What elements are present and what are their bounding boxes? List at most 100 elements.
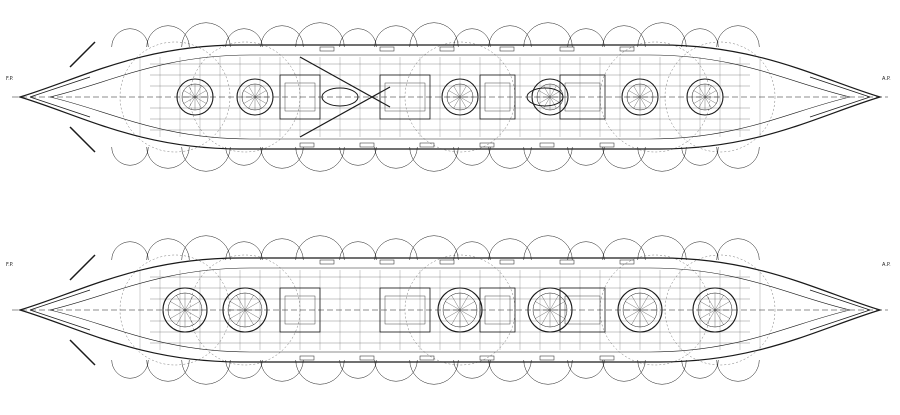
turret-spoke bbox=[549, 309, 565, 319]
boat-arc bbox=[181, 235, 231, 261]
funnel bbox=[321, 87, 359, 107]
turret-spoke bbox=[453, 85, 461, 98]
boat-arc bbox=[567, 359, 605, 379]
turret-ring bbox=[692, 287, 738, 333]
superstructure-block bbox=[479, 287, 516, 333]
boat-arc bbox=[567, 146, 605, 166]
boat-arc bbox=[637, 22, 687, 48]
boat-arc bbox=[409, 22, 459, 48]
boat-arc bbox=[181, 359, 231, 385]
turret-spoke bbox=[451, 309, 461, 325]
turret-spoke bbox=[194, 96, 207, 104]
stern-label-upper: A.P. bbox=[882, 76, 891, 82]
turret-spoke bbox=[639, 309, 655, 319]
turret-spoke bbox=[700, 309, 716, 319]
turret-spoke bbox=[254, 96, 267, 104]
turret-spoke bbox=[631, 309, 641, 325]
turret-spoke bbox=[176, 295, 186, 311]
boat-arc bbox=[260, 25, 304, 48]
gangway bbox=[419, 355, 435, 361]
turret-spoke bbox=[459, 309, 469, 325]
funnel bbox=[526, 87, 564, 107]
turret-spoke bbox=[714, 309, 724, 325]
boat-arc bbox=[111, 146, 149, 166]
turret-ring bbox=[441, 78, 479, 116]
gangway bbox=[379, 259, 395, 265]
turret-spoke bbox=[633, 96, 641, 109]
boat-arc bbox=[716, 238, 760, 261]
boat-arc bbox=[453, 359, 491, 379]
turret-spoke bbox=[445, 309, 461, 319]
boat-arc bbox=[111, 359, 149, 379]
turret-ring bbox=[621, 78, 659, 116]
boat-arc bbox=[260, 238, 304, 261]
boat-arc bbox=[453, 146, 491, 166]
turret-spoke bbox=[714, 309, 730, 319]
boat-arc bbox=[374, 146, 418, 169]
turret-spoke bbox=[183, 96, 196, 104]
boat-arc bbox=[637, 359, 687, 385]
turret-spoke bbox=[244, 301, 260, 311]
turret-spoke bbox=[459, 96, 472, 104]
turret-spoke bbox=[639, 309, 649, 325]
boat-arc bbox=[488, 238, 532, 261]
turret-spoke bbox=[633, 85, 641, 98]
boat-arc bbox=[260, 146, 304, 169]
bow-label-lower: F.P. bbox=[6, 262, 14, 268]
gangway bbox=[479, 142, 495, 148]
turret-spoke bbox=[188, 85, 196, 98]
turret-spoke bbox=[445, 301, 461, 311]
boat-arc bbox=[146, 238, 190, 261]
stern-rigging bbox=[809, 76, 871, 118]
gangway bbox=[539, 355, 555, 361]
gangway bbox=[299, 142, 315, 148]
turret-spoke bbox=[176, 309, 186, 325]
turret-spoke bbox=[628, 90, 641, 98]
turret-spoke bbox=[700, 301, 716, 311]
turret-spoke bbox=[698, 85, 706, 98]
turret-spoke bbox=[704, 96, 712, 109]
gangway bbox=[499, 259, 515, 265]
turret-spoke bbox=[706, 295, 716, 311]
turret-spoke bbox=[549, 295, 559, 311]
turret-spoke bbox=[625, 301, 641, 311]
turret-spoke bbox=[236, 295, 246, 311]
superstructure-inner bbox=[484, 82, 511, 112]
gangway bbox=[419, 142, 435, 148]
turret-spoke bbox=[693, 90, 706, 98]
boat-arc bbox=[339, 28, 377, 48]
turret-ring bbox=[222, 287, 268, 333]
turret-spoke bbox=[459, 85, 467, 98]
boat-arc bbox=[567, 241, 605, 261]
boat-arc bbox=[523, 146, 573, 172]
turret-spoke bbox=[448, 96, 461, 104]
turret-ring bbox=[162, 287, 208, 333]
gangway bbox=[319, 259, 335, 265]
turret-spoke bbox=[543, 85, 551, 98]
gangway bbox=[599, 355, 615, 361]
boat-arc bbox=[602, 359, 646, 382]
turret-spoke bbox=[693, 96, 706, 104]
superstructure-block bbox=[559, 74, 606, 120]
superstructure-block bbox=[559, 287, 606, 333]
stern-label-lower: A.P. bbox=[882, 262, 891, 268]
turret-spoke bbox=[535, 301, 551, 311]
turret-spoke bbox=[244, 295, 254, 311]
superstructure-block bbox=[279, 74, 321, 120]
turret-spoke bbox=[631, 295, 641, 311]
gangway bbox=[499, 46, 515, 52]
turret-spoke bbox=[704, 90, 717, 98]
boat-arc bbox=[716, 25, 760, 48]
superstructure-inner bbox=[484, 295, 511, 325]
boat-arc bbox=[637, 146, 687, 172]
boat-arc bbox=[681, 146, 719, 166]
superstructure-inner bbox=[384, 82, 426, 112]
boat-arc bbox=[453, 28, 491, 48]
boat-arc bbox=[225, 28, 263, 48]
boat-arc bbox=[146, 25, 190, 48]
stern-rigging bbox=[809, 289, 871, 331]
turret-spoke bbox=[230, 301, 246, 311]
turret-spoke bbox=[459, 90, 472, 98]
lower-deck-plan bbox=[12, 235, 888, 385]
